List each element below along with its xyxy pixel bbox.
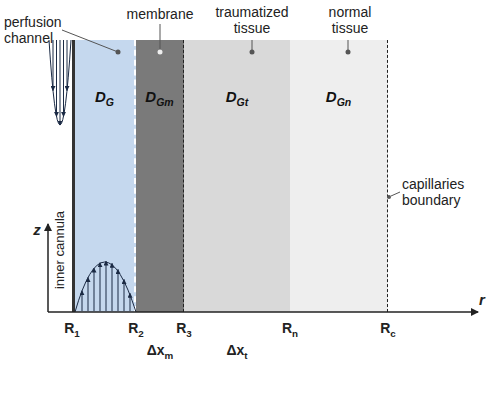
perfusion-channel-band: DG — [72, 40, 136, 312]
subscript: c — [390, 328, 395, 339]
traumatized-tissue-band: DGt — [184, 40, 290, 312]
diffusion-coefficient: DGm — [145, 88, 173, 108]
subscript: G — [106, 96, 114, 108]
subscript: m — [165, 350, 174, 361]
subscript: 2 — [138, 328, 143, 339]
flow-arrow — [118, 269, 119, 311]
subscript: 1 — [74, 328, 79, 339]
flow-arrow — [67, 40, 68, 91]
radius-label: R2 — [128, 320, 144, 342]
axis-label: r — [479, 292, 485, 308]
subscript: t — [244, 350, 247, 361]
radius-label: R3 — [176, 320, 192, 342]
axis-label: z — [33, 222, 41, 238]
membrane-band: DGm — [136, 40, 184, 312]
thickness-label: Δxm — [147, 342, 174, 364]
flow-arrow — [82, 291, 83, 311]
region-callout: perfusion channel — [4, 14, 74, 46]
radius-label: R1 — [64, 320, 80, 342]
cannula-label: inner cannula — [52, 211, 68, 289]
subscript: Gm — [156, 96, 174, 108]
subscript: 3 — [186, 328, 191, 339]
flow-arrow — [100, 263, 101, 311]
thickness-label: Δxt — [226, 342, 247, 364]
diffusion-coefficient: DG — [95, 88, 114, 108]
flow-arrow — [106, 261, 107, 311]
diffusion-coefficient: DGt — [226, 88, 249, 108]
region-callout: traumatized tissue — [207, 4, 297, 36]
diffusion-coefficient: DGn — [326, 88, 351, 108]
flow-arrow — [124, 279, 125, 311]
flow-arrow — [56, 40, 57, 116]
flow-arrow — [60, 40, 61, 125]
region-callout: membrane — [127, 6, 194, 22]
radius-label: Rn — [282, 320, 298, 342]
flow-arrow — [88, 277, 89, 311]
flow-arrow — [63, 40, 64, 116]
subscript: Gt — [237, 96, 249, 108]
flow-arrow — [130, 293, 131, 311]
radius-label: Rc — [380, 320, 396, 342]
flow-arrow — [94, 268, 95, 311]
flow-arrow — [112, 263, 113, 311]
subscript: n — [292, 328, 298, 339]
subscript: Gn — [337, 96, 352, 108]
region-callout: normal tissue — [315, 4, 385, 36]
boundary-callout: capillaries boundary — [402, 176, 490, 208]
flow-arrow — [53, 40, 54, 91]
normal-tissue-band: DGn — [290, 40, 388, 312]
